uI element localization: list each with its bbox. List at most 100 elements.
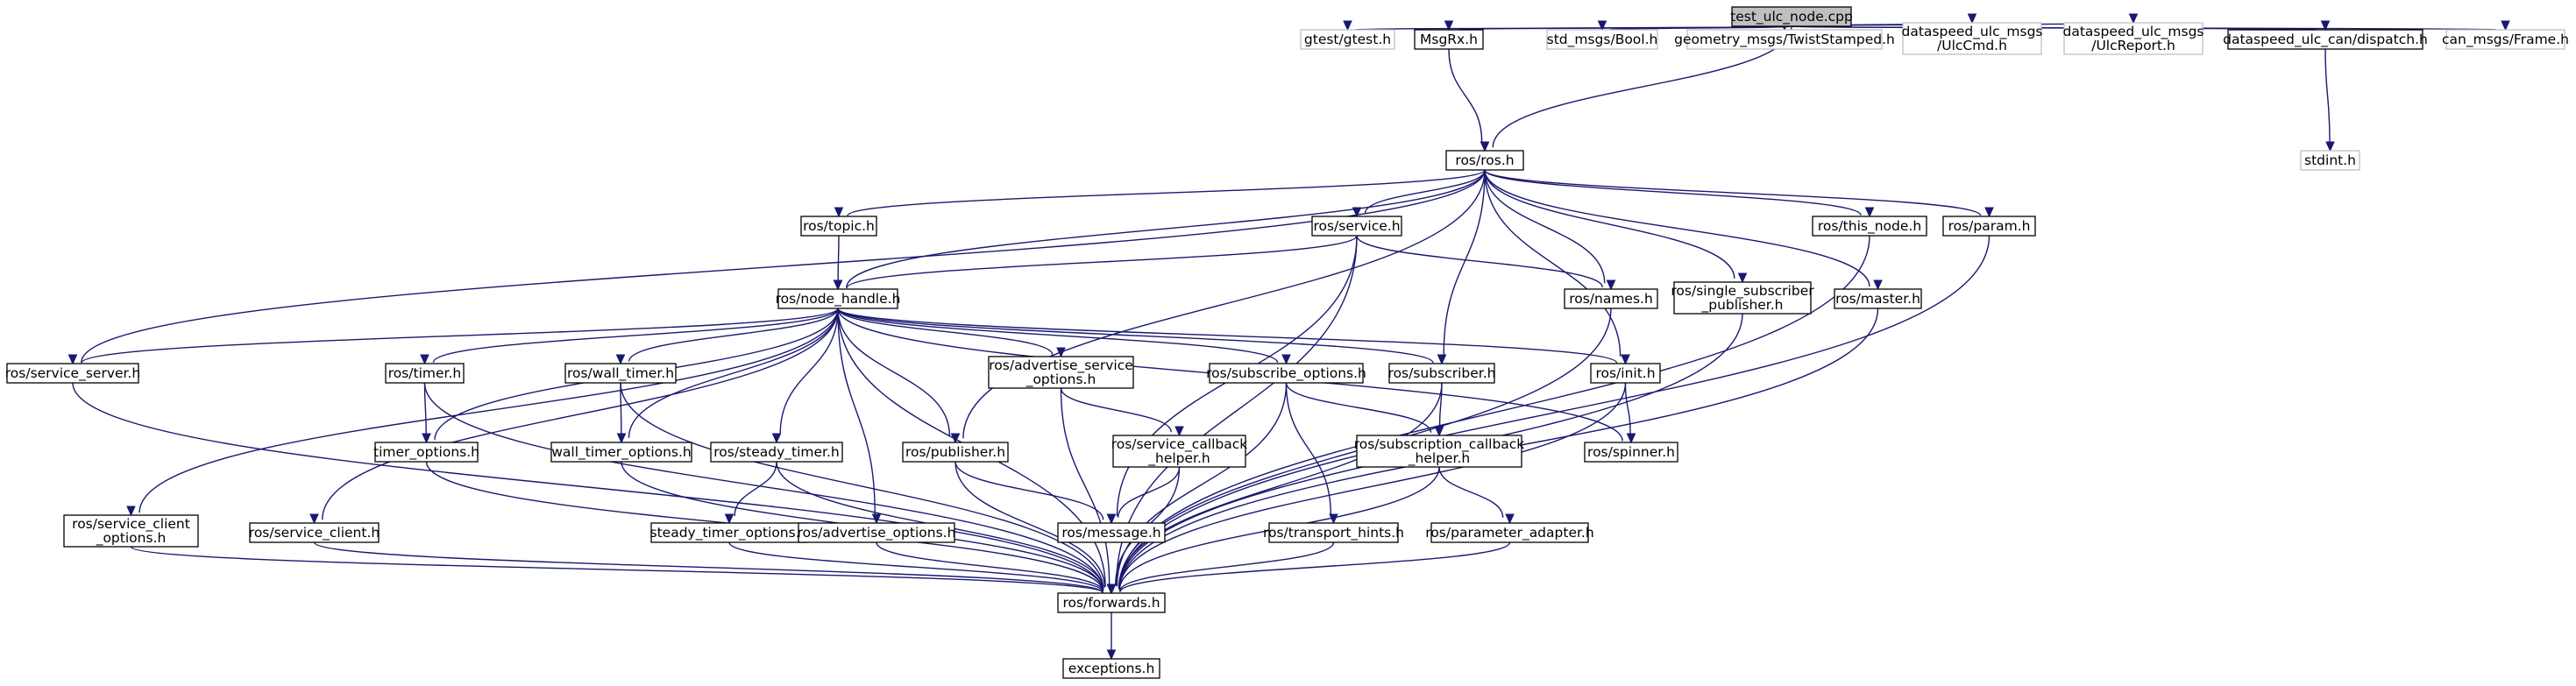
node-master[interactable]: ros/master.h — [1834, 288, 1922, 309]
node-label: stdint.h — [2304, 152, 2356, 168]
edge-ros-to-service_server — [81, 169, 1486, 363]
edge-sub_opts-to-forwards — [1116, 382, 1288, 587]
edge-msgrx-to-ros — [1448, 48, 1483, 143]
edge-adv_service_opts-to-svc_cb_helper — [1060, 387, 1172, 433]
node-label: ros/init.h — [1595, 365, 1655, 381]
edge-this_node-to-forwards — [1118, 235, 1870, 590]
node-this_node[interactable]: ros/this_node.h — [1812, 216, 1927, 237]
edge-steady_timer_opts-to-forwards — [728, 541, 1103, 593]
node-box-wall_timer — [564, 363, 677, 384]
node-steady_timer[interactable]: ros/steady_timer.h — [710, 442, 843, 463]
edge-ros-to-single_sub — [1484, 169, 1735, 279]
node-label: /UlcCmd.h — [1937, 38, 2007, 53]
node-spinner[interactable]: ros/spinner.h — [1584, 442, 1678, 463]
edge-node_handle-to-steady_timer — [779, 308, 839, 435]
node-subscriber[interactable]: ros/subscriber.h — [1388, 363, 1496, 384]
arrowhead-svc_cb_helper-to-message — [1106, 513, 1117, 525]
node-label: MsgRx.h — [1420, 32, 1478, 47]
node-box-ulccmd — [1902, 22, 2042, 55]
arrowhead-node_handle-to-service_server — [67, 354, 78, 365]
node-adv_service_opts[interactable]: ros/advertise_service_options.h — [988, 356, 1134, 389]
node-service[interactable]: ros/service.h — [1311, 216, 1402, 237]
arrowhead-node_handle-to-steady_timer — [771, 433, 782, 444]
node-transport_hints[interactable]: ros/transport_hints.h — [1263, 522, 1404, 543]
node-sub_opts[interactable]: ros/subscribe_options.h — [1206, 363, 1366, 384]
node-node_handle[interactable]: ros/node_handle.h — [776, 288, 901, 309]
node-box-single_sub — [1673, 281, 1812, 315]
arrowhead-test_ulc_node-to-bool — [1597, 20, 1607, 32]
node-timer[interactable]: ros/timer.h — [385, 363, 465, 384]
arrowhead-node_handle-to-wall_timer — [615, 354, 626, 365]
node-wall_timer_opts[interactable]: wall_timer_options.h — [550, 442, 692, 463]
node-label: ros/spinner.h — [1587, 444, 1675, 460]
node-service_client[interactable]: ros/service_client.h — [249, 522, 380, 543]
edge-node_handle-to-service_client — [322, 308, 839, 520]
edge-param_adapter-to-forwards — [1119, 541, 1511, 593]
edge-node_handle-to-sub_opts — [837, 308, 1279, 364]
arrowhead-node_handle-to-init — [1621, 354, 1630, 365]
arrowhead-node_handle-to-adv_opts — [871, 513, 882, 525]
edge-subscriber-to-forwards — [1118, 382, 1443, 589]
node-box-sub_opts — [1209, 363, 1364, 384]
node-svc_client_opts[interactable]: ros/service_client_options.h — [63, 514, 199, 548]
node-message[interactable]: ros/message.h — [1057, 522, 1166, 543]
node-forwards[interactable]: ros/forwards.h — [1057, 592, 1166, 613]
node-box-master — [1834, 288, 1922, 309]
node-init[interactable]: ros/init.h — [1590, 363, 1661, 384]
node-label: ros/subscription_callback — [1354, 436, 1525, 453]
edge-steady_timer-to-steady_timer_opts — [734, 461, 777, 517]
arrowhead-ros-to-this_node — [1864, 207, 1875, 218]
arrowhead-test_ulc_node-to-gtest — [1343, 20, 1352, 32]
arrowhead-steady_timer-to-steady_timer_opts — [724, 513, 734, 525]
node-label: ros/steady_timer.h — [713, 444, 839, 461]
node-wall_timer[interactable]: ros/wall_timer.h — [564, 363, 677, 384]
edge-ros-to-subscriber — [1443, 169, 1486, 356]
arrowhead-test_ulc_node-to-ulcreport — [2128, 13, 2139, 25]
node-test_ulc_node[interactable]: test_ulc_node.cpp — [1730, 6, 1853, 27]
edge-sub_opts-to-transport_hints — [1285, 382, 1331, 515]
node-label: ros/wall_timer.h — [567, 365, 674, 382]
edge-ros-to-publisher — [962, 169, 1486, 439]
node-label: dataspeed_ulc_msgs — [1902, 24, 2043, 40]
node-label: ros/subscriber.h — [1388, 365, 1496, 381]
node-param_adapter[interactable]: ros/parameter_adapter.h — [1425, 522, 1594, 543]
node-names[interactable]: ros/names.h — [1564, 288, 1658, 309]
edge-publisher-to-forwards — [954, 461, 1106, 588]
node-box-ulcreport — [2063, 22, 2203, 55]
node-label: _options.h — [1025, 371, 1096, 388]
node-ulcreport: dataspeed_ulc_msgs/UlcReport.h — [2063, 22, 2204, 55]
node-box-subscriber — [1388, 363, 1495, 384]
node-topic[interactable]: ros/topic.h — [800, 216, 877, 237]
edge-node_handle-to-timer — [432, 308, 839, 363]
node-box-forwards — [1057, 592, 1166, 613]
arrowhead-param-to-forwards — [1106, 583, 1117, 595]
arrowhead-ros-to-single_sub — [1737, 272, 1748, 284]
node-steady_timer_opts[interactable]: steady_timer_options.h — [650, 522, 809, 543]
node-box-topic — [800, 216, 877, 237]
node-svc_cb_helper[interactable]: ros/service_callback_helper.h — [1111, 435, 1248, 468]
edge-ros-to-topic — [847, 169, 1486, 216]
node-msgrx[interactable]: MsgRx.h — [1414, 29, 1484, 50]
node-ros[interactable]: ros/ros.h — [1445, 150, 1524, 171]
node-dispatch[interactable]: dataspeed_ulc_can/dispatch.h — [2223, 29, 2428, 50]
edge-adv_opts-to-forwards — [876, 541, 1103, 592]
node-label: dataspeed_ulc_msgs — [2063, 24, 2204, 40]
node-publisher[interactable]: ros/publisher.h — [902, 442, 1009, 463]
edge-timer-to-forwards — [423, 382, 1104, 591]
node-timer_opts[interactable]: timer_options.h — [373, 442, 479, 463]
arrowhead-msgrx-to-ros — [1480, 141, 1490, 152]
edge-ros-to-param — [1484, 169, 1982, 216]
node-box-steady_timer — [710, 442, 843, 463]
edge-transport_hints-to-forwards — [1119, 541, 1335, 592]
edge-topic-to-node_handle — [837, 235, 840, 281]
edge-ros-to-master — [1484, 169, 1870, 287]
node-adv_opts[interactable]: ros/advertise_options.h — [798, 522, 956, 543]
node-exceptions[interactable]: exceptions.h — [1062, 658, 1160, 679]
node-param[interactable]: ros/param.h — [1942, 216, 2036, 237]
arrowhead-test_ulc_node-to-dispatch — [2320, 20, 2331, 32]
node-single_sub[interactable]: ros/single_subscriber_publisher.h — [1671, 281, 1814, 315]
arrowhead-init-to-spinner — [1626, 433, 1636, 444]
node-service_server[interactable]: ros/service_server.h — [5, 363, 140, 384]
node-sub_cb_helper[interactable]: ros/subscription_callback_helper.h — [1354, 435, 1525, 468]
node-label: ros/service_server.h — [5, 365, 140, 382]
